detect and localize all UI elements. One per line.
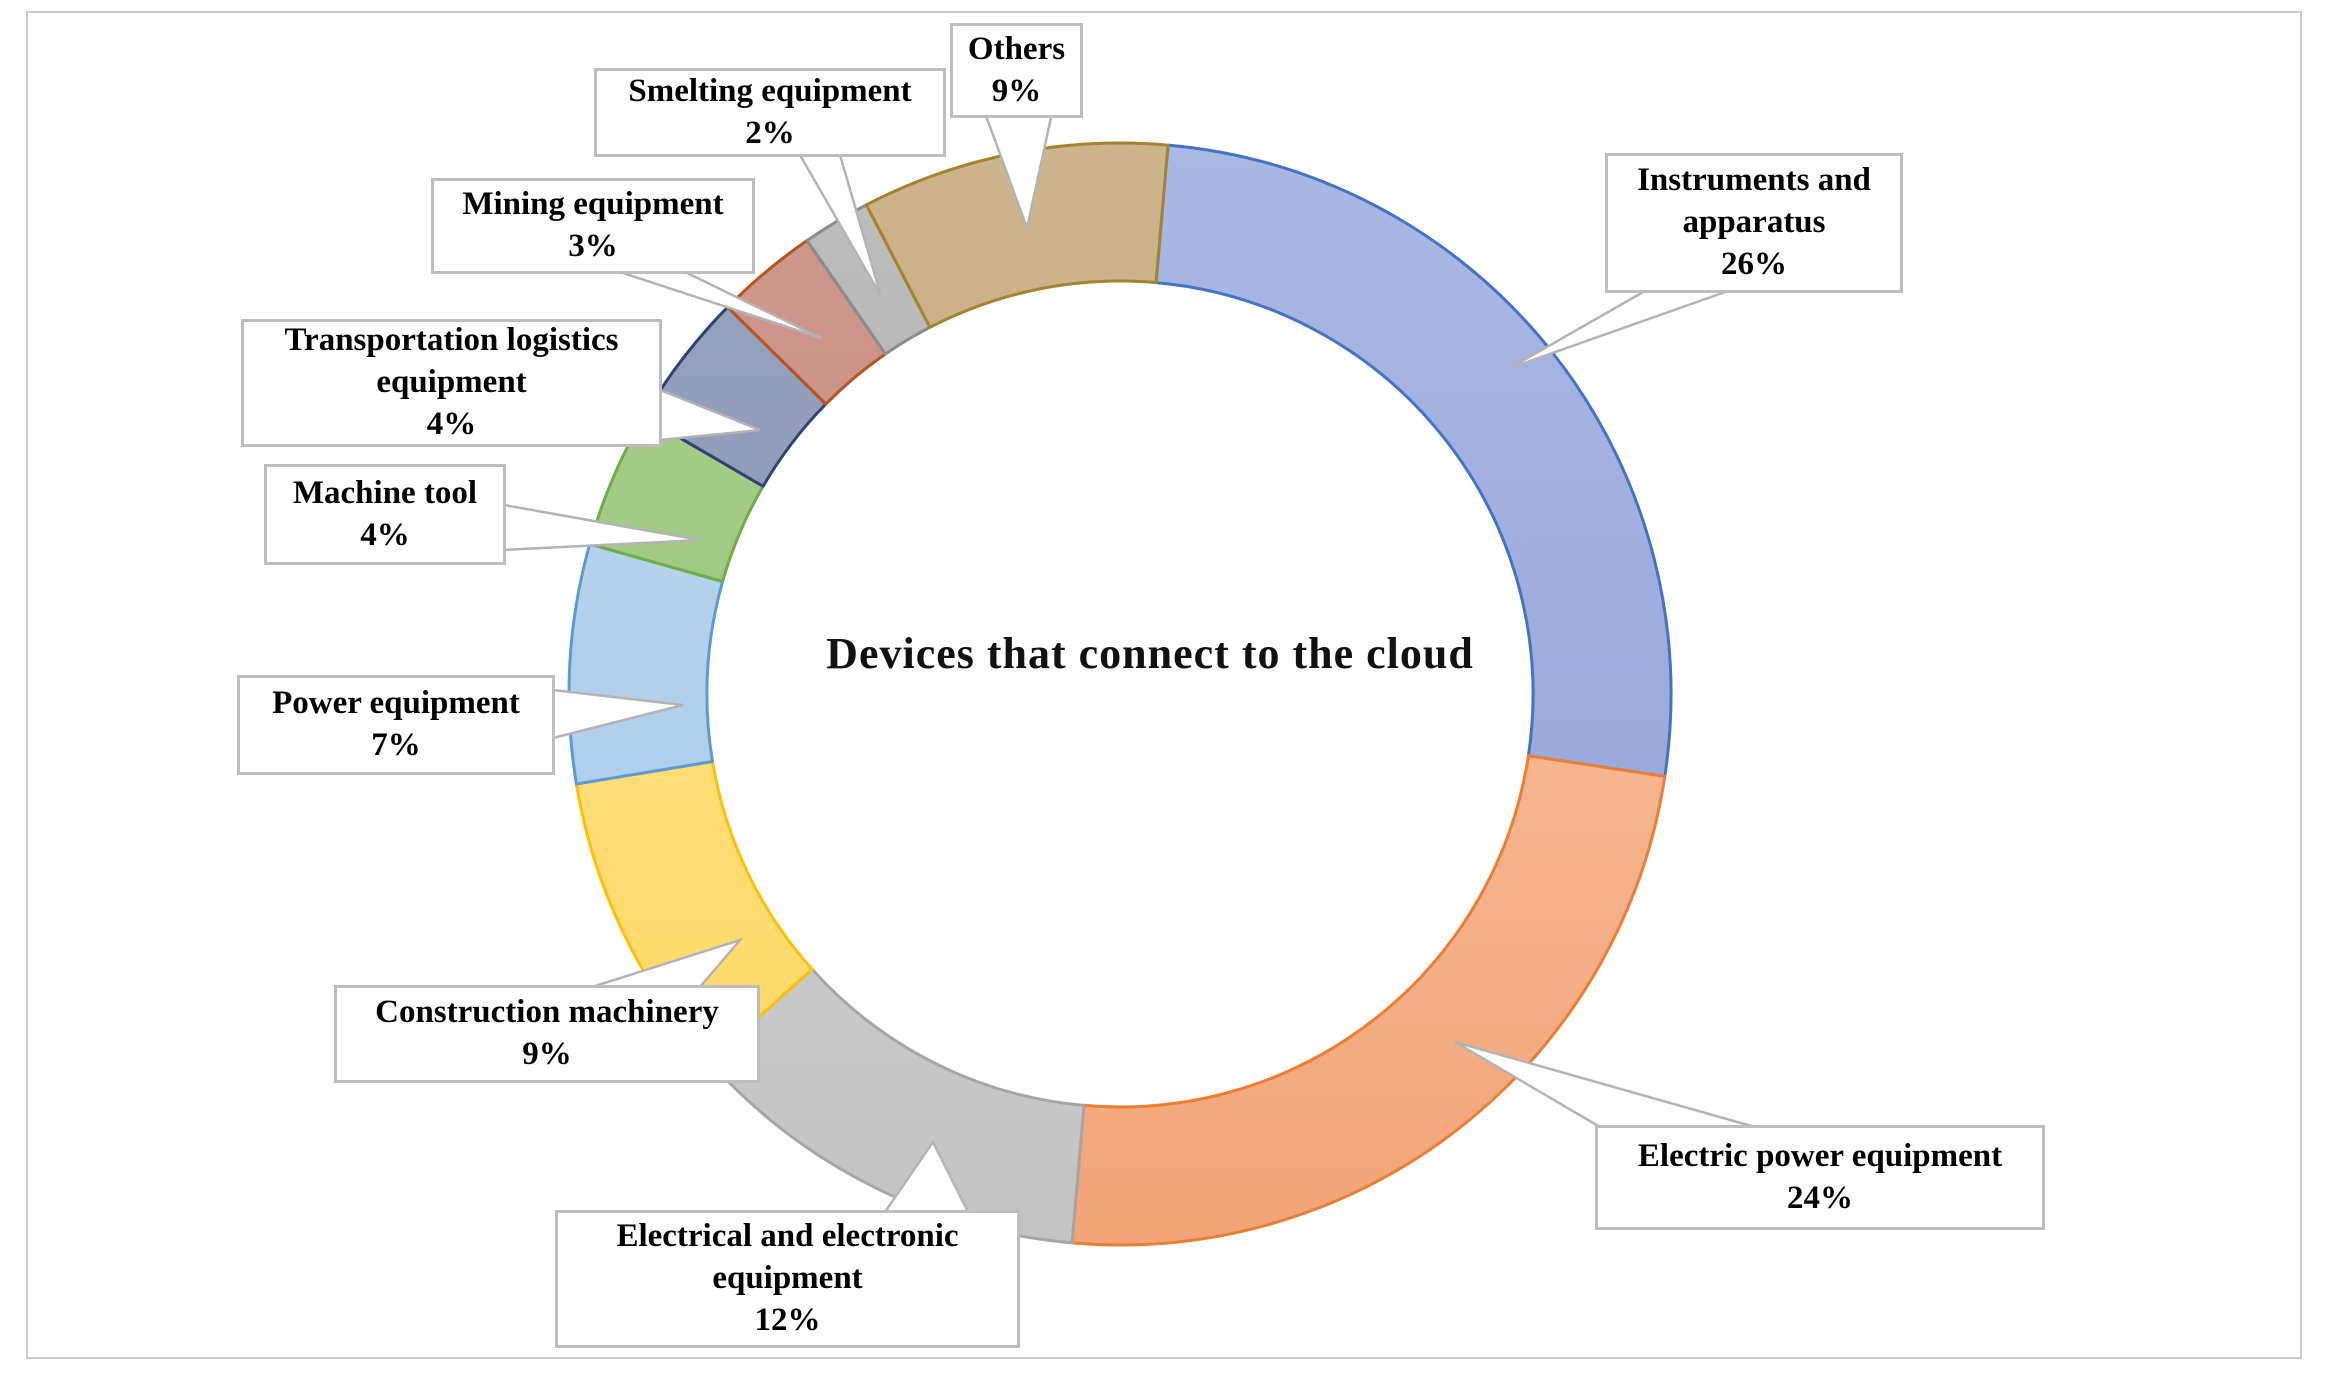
segment-name: Construction machinery	[375, 994, 719, 1031]
segment-name: Electrical and electronic equipment	[616, 1218, 959, 1297]
segment-percentage: 9%	[991, 72, 1042, 109]
segment-percentage: 4%	[360, 516, 410, 553]
segment-percentage: 7%	[371, 727, 421, 763]
callout-pointer-instruments-and-apparatus	[1509, 289, 1729, 370]
segment-name: Power equipment	[272, 685, 520, 722]
callout-label-construction-machinery: Construction machinery 9%	[334, 985, 760, 1083]
callout-label-electric-power-equipment: Electric power equipment 24%	[1595, 1125, 2045, 1230]
segment-percentage: 24%	[1787, 1179, 1853, 1216]
callout-label-mining-equipment: Mining equipment 3%	[431, 178, 755, 274]
callout-label-instruments-and-apparatus: Instruments and apparatus 26%	[1605, 153, 1903, 293]
donut-segment-electric-power-equipment	[1070, 754, 1667, 1247]
segment-percentage: 12%	[754, 1301, 821, 1338]
segment-percentage: 4%	[426, 405, 477, 442]
callout-label-smelting-equipment: Smelting equipment 2%	[594, 68, 946, 157]
segment-percentage: 3%	[568, 228, 618, 264]
callout-pointers	[502, 111, 1756, 1214]
segment-percentage: 9%	[522, 1036, 572, 1072]
callout-label-electrical-and-electronic-equipment: Electrical and electronic equipment 12%	[555, 1210, 1020, 1348]
segment-name: Machine tool	[292, 474, 478, 511]
segment-percentage: 2%	[745, 114, 795, 151]
donut-segment-others	[864, 141, 1170, 329]
segment-name: Instruments and apparatus	[1637, 162, 1871, 241]
segment-name: Electric power equipment	[1637, 1137, 2003, 1174]
callout-label-others: Others 9%	[950, 23, 1083, 118]
callout-label-machine-tool: Machine tool 4%	[264, 464, 506, 565]
chart-title: Devices that connect to the cloud	[826, 629, 1474, 678]
donut-segment-instruments-and-apparatus	[1154, 143, 1673, 778]
donut-slices	[567, 141, 1673, 1247]
segment-name: Others	[967, 30, 1066, 67]
callout-label-transportation-logistics-equipment: Transportation logistics equipment 4%	[241, 319, 662, 447]
segment-name: Smelting equipment	[628, 72, 912, 109]
callout-label-power-equipment: Power equipment 7%	[237, 675, 555, 775]
donut-segment-power-equipment	[567, 542, 725, 786]
segment-percentage: 26%	[1721, 245, 1787, 282]
segment-name: Transportation logistics equipment	[284, 322, 619, 401]
segment-name: Mining equipment	[462, 186, 724, 223]
